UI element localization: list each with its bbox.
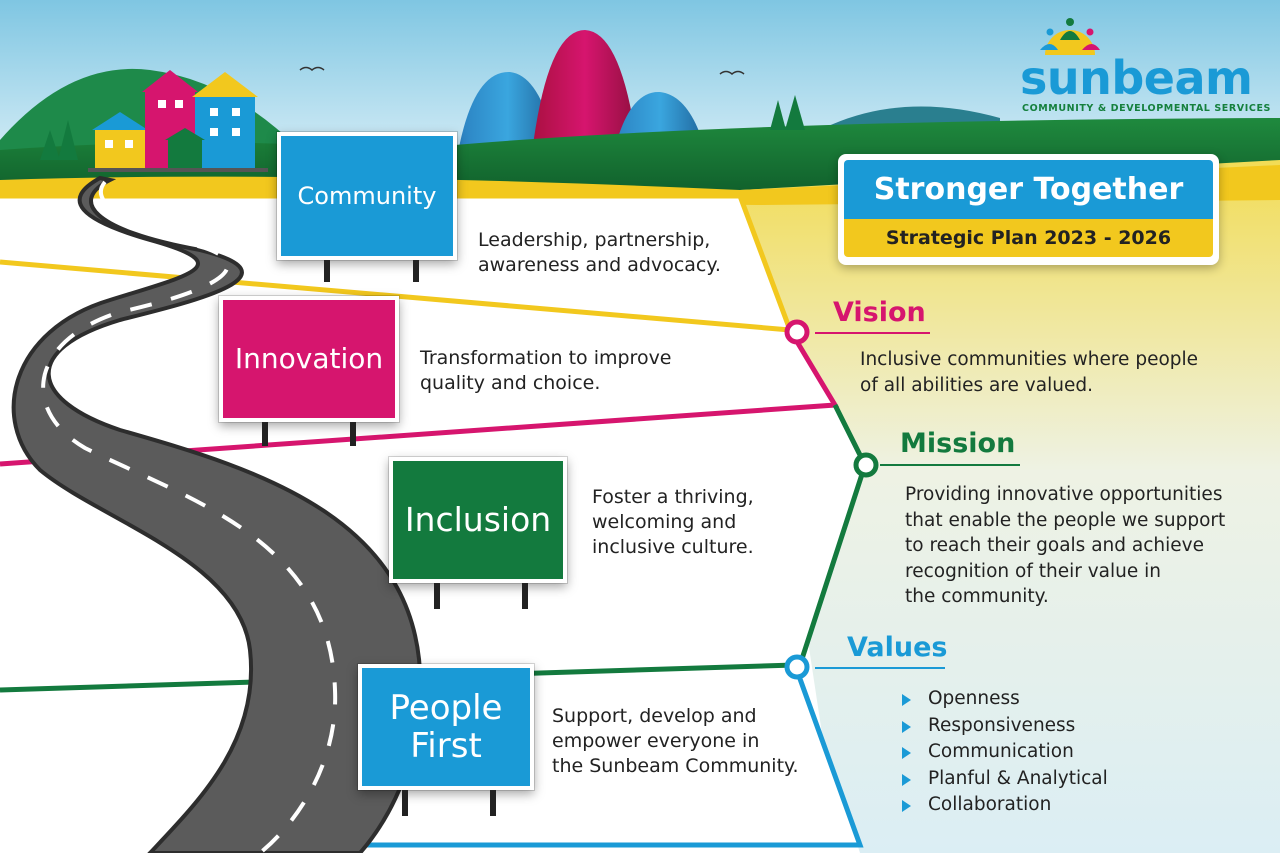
text-line: that enable the people we support: [905, 509, 1226, 531]
values-item-label: Openness: [928, 688, 1020, 709]
logo-tagline: COMMUNITY & DEVELOPMENTAL SERVICES: [1022, 103, 1271, 114]
triangle-bullet-icon: [902, 773, 911, 786]
values-heading: Values: [847, 632, 948, 663]
values-item-label: Planful & Analytical: [928, 767, 1108, 789]
vision-dot: [784, 319, 810, 345]
text-line: empower everyone in: [552, 730, 760, 752]
sign-label: Inclusion: [404, 499, 552, 539]
text-line: Inclusive communities where people: [860, 349, 1199, 370]
sunbeam-logo-mark: [1040, 18, 1100, 55]
mission-text: Providing innovative opportunities that …: [905, 482, 1225, 610]
vision-text: Inclusive communities where people of al…: [860, 347, 1198, 398]
sign-label: Innovation: [234, 342, 384, 376]
values-list: Openness Responsiveness Communication Pl…: [898, 686, 1108, 819]
sign-post: [490, 790, 496, 816]
logo-name: sunbeam: [1020, 51, 1253, 105]
title-sub: Strategic Plan 2023 - 2026: [844, 219, 1213, 257]
text-line: the community.: [905, 586, 1049, 607]
values-item-label: Responsiveness: [928, 714, 1076, 736]
values-item: Responsiveness: [898, 713, 1108, 740]
triangle-bullet-icon: [902, 720, 911, 733]
sign-post: [413, 260, 419, 282]
pillar-description-innovation: Transformation to improve quality and ch…: [420, 346, 672, 396]
text-line: Providing innovative opportunities: [905, 484, 1223, 505]
sign-people-first: People First: [358, 664, 534, 790]
sign-label-line: First: [410, 726, 482, 766]
mission-underline: [880, 464, 1020, 466]
values-underline: [815, 667, 945, 669]
sign-label: Community: [297, 181, 437, 210]
sign-post: [522, 583, 528, 609]
vision-underline: [815, 332, 930, 334]
text-line: Support, develop and: [552, 705, 757, 727]
text-line: the Sunbeam Community.: [552, 755, 799, 777]
text-line: awareness and advocacy.: [478, 254, 721, 276]
sign-label-line: People: [389, 687, 503, 728]
text-line: to reach their goals and achieve: [905, 535, 1204, 556]
triangle-bullet-icon: [902, 747, 911, 759]
triangle-bullet-icon: [902, 800, 911, 812]
sign-community: Community: [277, 132, 457, 260]
text-line: of all abilities are valued.: [860, 374, 1093, 396]
values-item-label: Collaboration: [928, 794, 1052, 815]
houses-illustration: [88, 70, 268, 172]
values-item: Communication: [898, 739, 1108, 766]
sign-post: [324, 260, 330, 282]
pillar-description-community: Leadership, partnership, awareness and a…: [478, 228, 721, 278]
text-line: Transformation to improve: [420, 347, 672, 369]
sign-post: [434, 583, 440, 609]
mission-dot: [853, 452, 879, 478]
values-item-label: Communication: [928, 741, 1074, 762]
text-line: inclusive culture.: [592, 536, 754, 558]
text-line: Foster a thriving,: [592, 486, 754, 508]
values-item: Planful & Analytical: [898, 766, 1108, 793]
sign-innovation: Innovation: [219, 296, 399, 422]
sign-inclusion: Inclusion: [389, 457, 567, 583]
pillar-description-people-first: Support, develop and empower everyone in…: [552, 704, 799, 779]
title-card: Stronger Together Strategic Plan 2023 - …: [838, 154, 1219, 265]
sign-post: [262, 422, 268, 446]
text-line: quality and choice.: [420, 372, 601, 394]
triangle-bullet-icon: [902, 694, 911, 706]
vision-heading: Vision: [833, 297, 926, 328]
values-item: Openness: [898, 686, 1108, 713]
pillar-description-inclusion: Foster a thriving, welcoming and inclusi…: [592, 485, 754, 560]
text-line: Leadership, partnership,: [478, 229, 711, 251]
mission-heading: Mission: [900, 428, 1016, 459]
text-line: welcoming and: [592, 511, 737, 533]
values-dot: [784, 654, 810, 680]
text-line: recognition of their value in: [905, 560, 1161, 582]
values-item: Collaboration: [898, 792, 1108, 819]
sign-post: [350, 422, 356, 446]
sign-post: [402, 790, 408, 816]
title-main: Stronger Together: [844, 160, 1213, 219]
